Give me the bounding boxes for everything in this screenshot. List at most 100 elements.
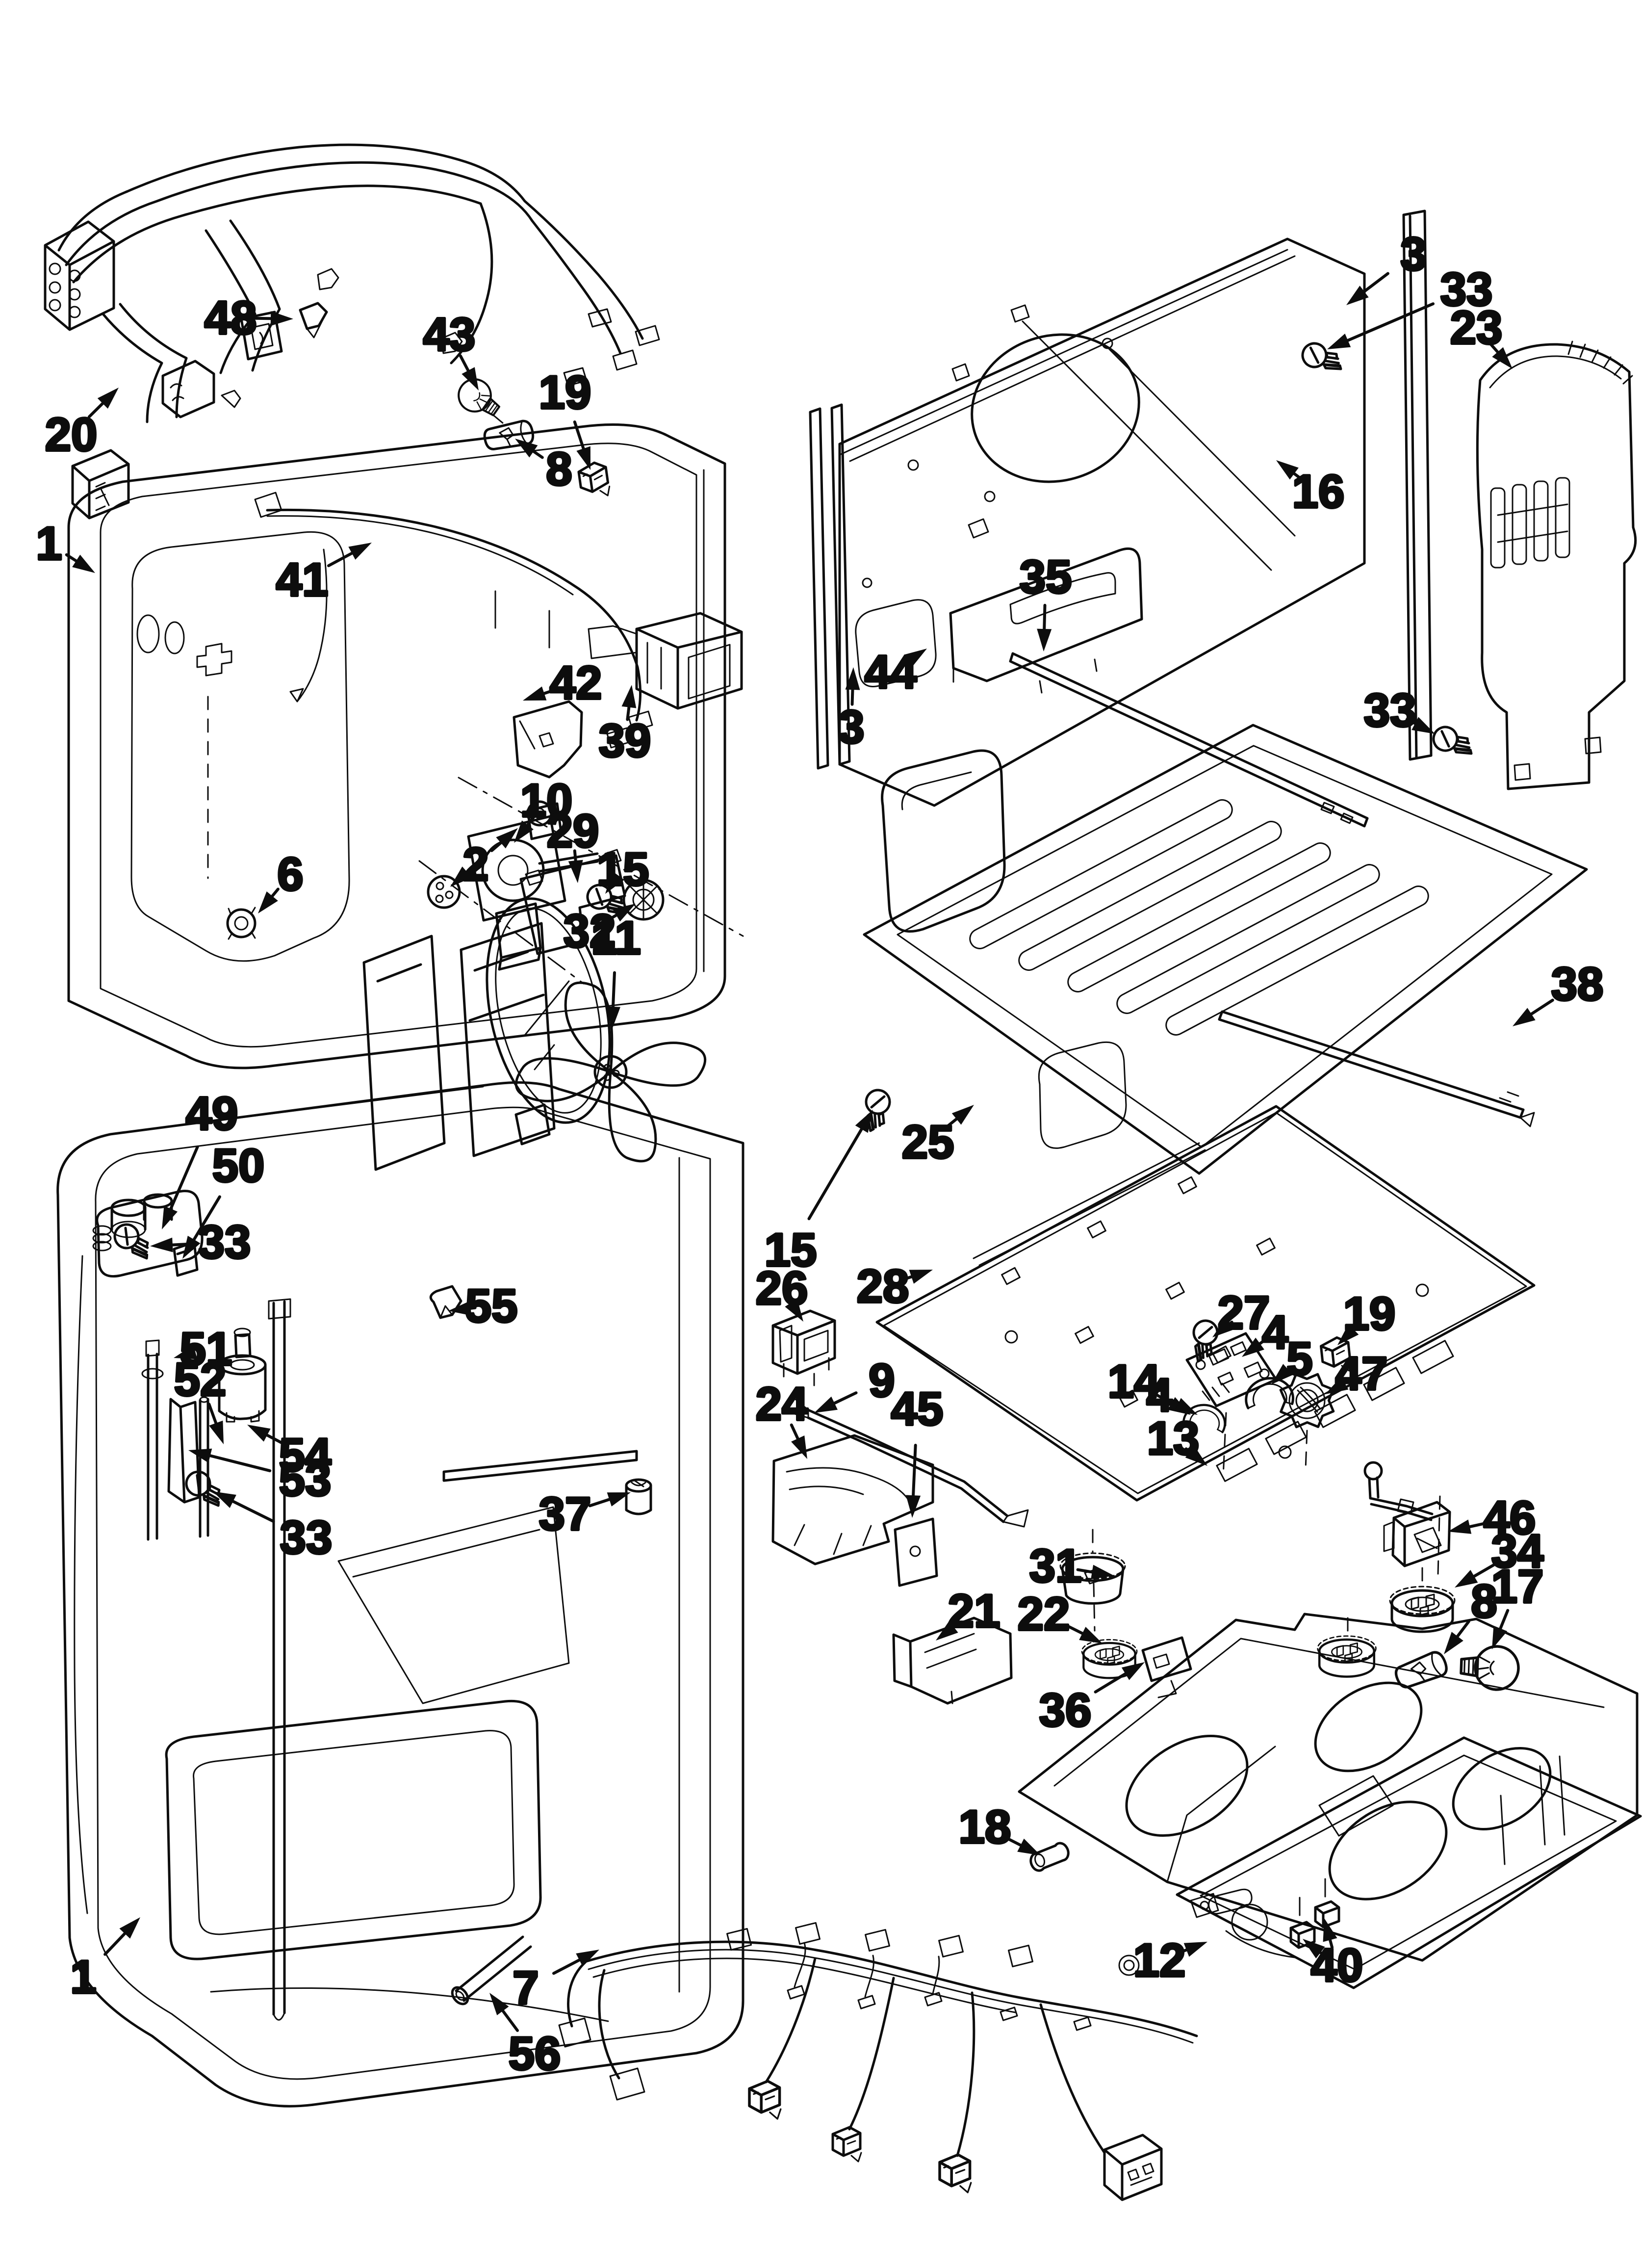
part-number-label: 47 [1335,1348,1388,1400]
callout-3-9: 3 [1346,227,1428,305]
callout-36-57: 36 [1038,1662,1145,1738]
callout-42-7: 42 [523,655,603,710]
part-number-label: 44 [865,646,917,699]
part-number-label: 33 [1440,263,1493,316]
part-number-label: 7 [513,1962,539,2014]
leader-line [790,1423,801,1443]
leader-line [1498,1609,1510,1633]
part-number-label: 29 [547,805,599,858]
leader-line [611,971,616,1012]
leader-arrowhead-icon [1091,1564,1114,1580]
leader-line [1343,302,1435,343]
wire-and-shield-art [254,492,743,779]
leader-line [205,1453,272,1472]
callout-32-23: 32 [562,904,636,959]
leader-arrowhead-icon [612,904,636,922]
callout-45-41: 45 [890,1382,945,1518]
callout-6-25: 6 [258,847,305,913]
part-number-label: 23 [1450,302,1503,354]
leader-arrowhead-icon [936,1621,958,1641]
leader-line [499,2007,519,2032]
leader-arrowhead-icon [523,686,547,701]
leader-line [263,1432,285,1445]
part-number-label: 38 [1551,958,1604,1011]
leader-arrowhead-icon [1346,286,1369,305]
part-number-label: 15 [765,1224,817,1277]
leader-arrowhead-icon [906,1495,921,1518]
callout-21-55: 21 [936,1584,1001,1641]
callout-43-2: 43 [422,307,479,391]
part-number-label: 5 [1286,1333,1312,1385]
leader-arrowhead-icon [576,1950,599,1967]
part-number-label: 22 [1018,1588,1070,1641]
leader-line [168,1242,198,1247]
leader-line [1470,1564,1495,1579]
callout-40-60: 40 [1303,1918,1364,1993]
leader-arrowhead-icon [1037,628,1052,652]
part-number-label: 36 [1039,1684,1092,1737]
part-number-label: 16 [1292,466,1345,518]
leader-arrowhead-icon [605,1006,620,1029]
leader-line [807,1125,865,1221]
leader-arrowhead-icon [1455,1569,1478,1588]
callout-23-11: 23 [1449,300,1513,369]
leader-arrowhead-icon [1121,1662,1145,1680]
leader-arrowhead-icon [209,1420,224,1444]
callout-15-37: 15 [763,1110,873,1277]
leader-line [1064,1623,1087,1637]
callout-16-12: 16 [1276,460,1346,519]
leader-line [911,1443,917,1500]
callout-20-0: 20 [44,388,119,462]
leader-line [588,1497,614,1508]
callout-19-46: 19 [1337,1286,1397,1345]
part-number-label: 52 [174,1354,227,1406]
part-number-label: 14 [1108,1356,1160,1408]
leader-arrowhead-icon [1183,1942,1207,1957]
part-number-label: 19 [1343,1288,1396,1340]
part-number-label: 33 [199,1216,251,1269]
leader-arrowhead-icon [496,828,518,849]
deflector-shelf-art [864,1089,1536,1502]
leader-line [1154,1392,1176,1407]
callout-34-51: 34 [1455,1524,1545,1588]
icemaker-cluster-art [1059,1320,1455,1678]
leader-arrowhead-icon [1174,1398,1198,1415]
part-number-label: 2 [462,838,488,891]
leader-arrowhead-icon [1325,1377,1349,1394]
callout-25-17: 25 [900,1105,974,1170]
leader-line [573,420,586,453]
leader-arrowhead-icon [855,1110,873,1133]
part-number-label: 26 [756,1262,808,1315]
leader-line [207,1403,219,1428]
part-number-label: 55 [465,1280,518,1332]
leader-arrowhead-icon [1017,1838,1041,1855]
leader-arrowhead-icon [448,1301,472,1316]
callout-52-30: 52 [173,1352,228,1444]
leader-arrowhead-icon [1212,1317,1235,1337]
callout-8-4: 8 [515,439,573,496]
callout-11-24: 11 [590,911,642,1029]
callout-9-39: 9 [814,1353,896,1413]
callout-31-54: 31 [1028,1538,1114,1593]
leader-arrowhead-icon [1303,1939,1325,1958]
freezer-light-art [452,373,611,499]
part-number-label: 11 [591,912,641,965]
part-number-label: 43 [423,309,476,361]
fridge-liner-art [56,1081,744,2108]
leader-arrowhead-icon [515,439,538,458]
part-number-label: 1 [36,518,62,570]
callout-50-27: 50 [182,1138,266,1259]
leader-arrowhead-icon [951,1105,974,1125]
callout-33-28: 33 [150,1215,252,1270]
leader-arrowhead-icon [1444,1632,1463,1654]
callout-54-31: 54 [247,1425,333,1483]
callout-33-10: 33 [1327,262,1494,349]
leader-line [1004,1836,1025,1848]
part-number-label: 3 [1400,228,1426,281]
leader-arrowhead-icon [1276,460,1299,480]
leader-arrowhead-icon [182,1235,201,1259]
part-number-label: 32 [564,905,616,958]
part-number-label: 8 [546,443,572,495]
air-tower-art [1430,340,1637,790]
leader-arrowhead-icon [213,1491,236,1508]
